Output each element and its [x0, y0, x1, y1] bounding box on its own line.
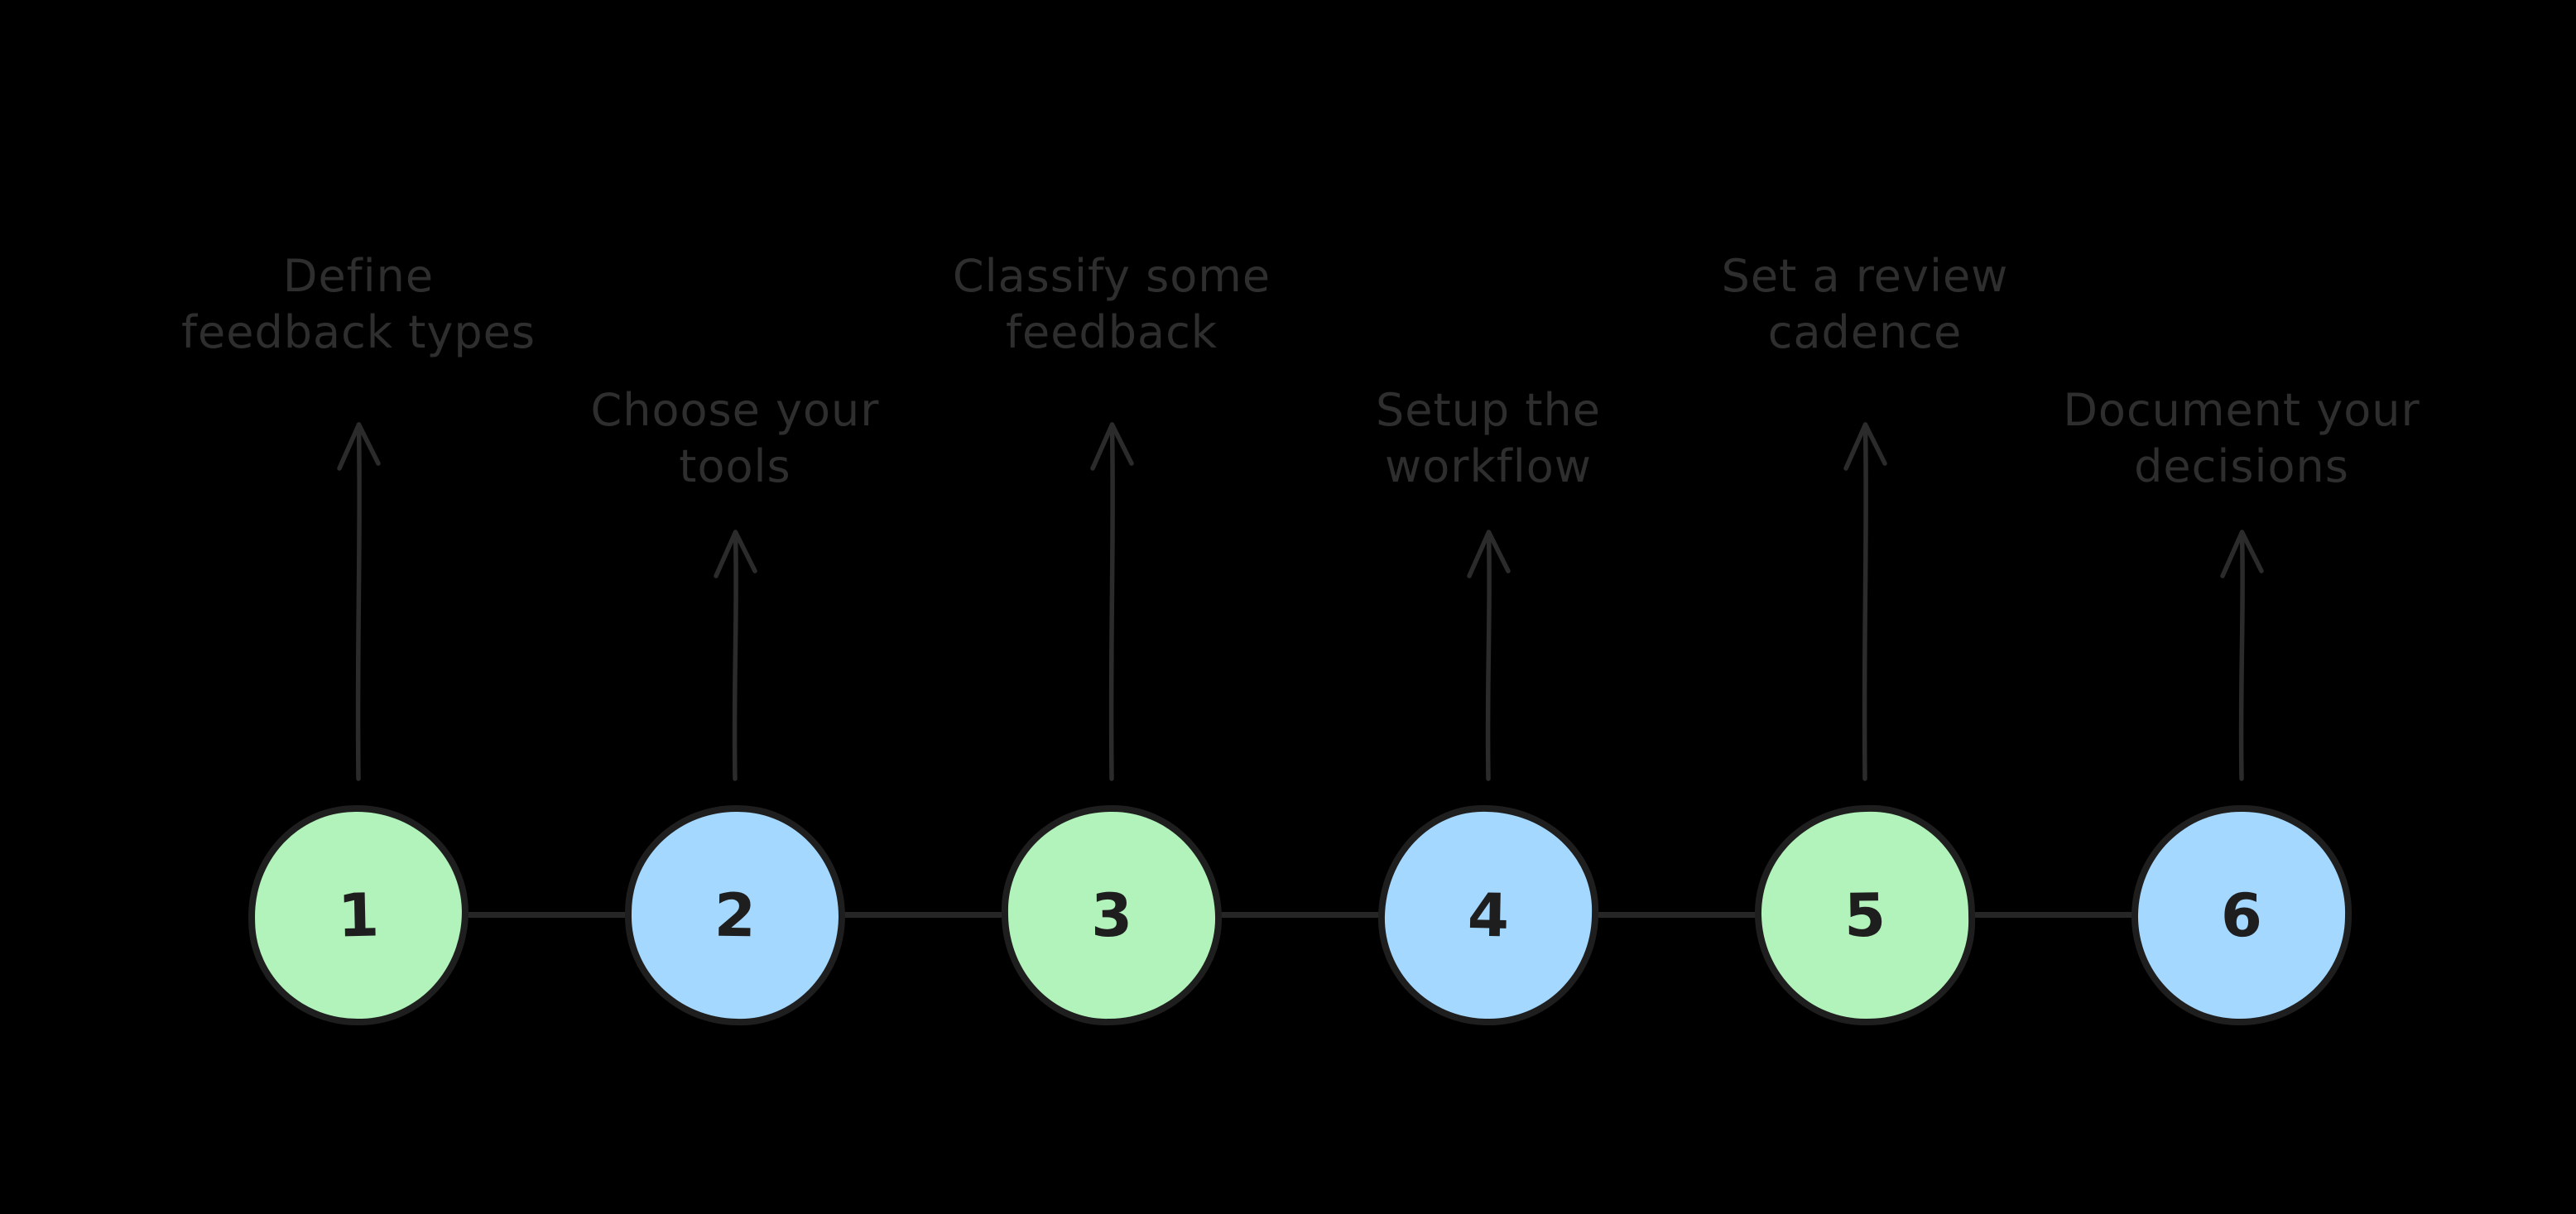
arrow-up-icon	[1467, 530, 1511, 781]
connector-line	[843, 912, 1004, 918]
step-number: 5	[1843, 880, 1886, 951]
step-label-line: Set a review	[1721, 250, 2009, 302]
connector-line	[1219, 912, 1381, 918]
step-label-line: Document your	[2063, 384, 2420, 436]
step-label-line: Define	[282, 250, 435, 302]
step-label-line: feedback	[1005, 306, 1218, 358]
arrow-up-icon	[337, 422, 381, 781]
step-number: 3	[1090, 880, 1133, 951]
step-label-line: Setup the	[1376, 384, 1601, 436]
step-label-line: feedback types	[181, 306, 536, 358]
step-circle: 3	[1000, 804, 1223, 1027]
step-circle: 4	[1376, 803, 1601, 1028]
step-number: 4	[1467, 880, 1510, 951]
step-label-line: workflow	[1385, 440, 1592, 492]
step-circle: 6	[2130, 804, 2353, 1027]
arrow-up-icon	[2220, 530, 2264, 781]
connector-line	[1973, 912, 2134, 918]
step-circle: 1	[246, 803, 471, 1028]
step-number: 1	[337, 880, 380, 951]
connector-line	[1596, 912, 1757, 918]
step-label-line: Classify some	[952, 250, 1271, 302]
step-label-line: tools	[679, 440, 791, 492]
step-number: 6	[2220, 880, 2263, 951]
arrow-up-icon	[714, 530, 757, 781]
step-label-line: Choose your	[590, 384, 880, 436]
step-label-line: cadence	[1767, 306, 1963, 358]
connector-line	[466, 912, 627, 918]
arrow-up-icon	[1090, 422, 1134, 781]
arrow-up-icon	[1843, 422, 1887, 781]
step-circle: 5	[1752, 803, 1978, 1028]
step-label-line: decisions	[2134, 440, 2349, 492]
step-circle: 2	[622, 803, 848, 1028]
step-number: 2	[714, 880, 757, 951]
